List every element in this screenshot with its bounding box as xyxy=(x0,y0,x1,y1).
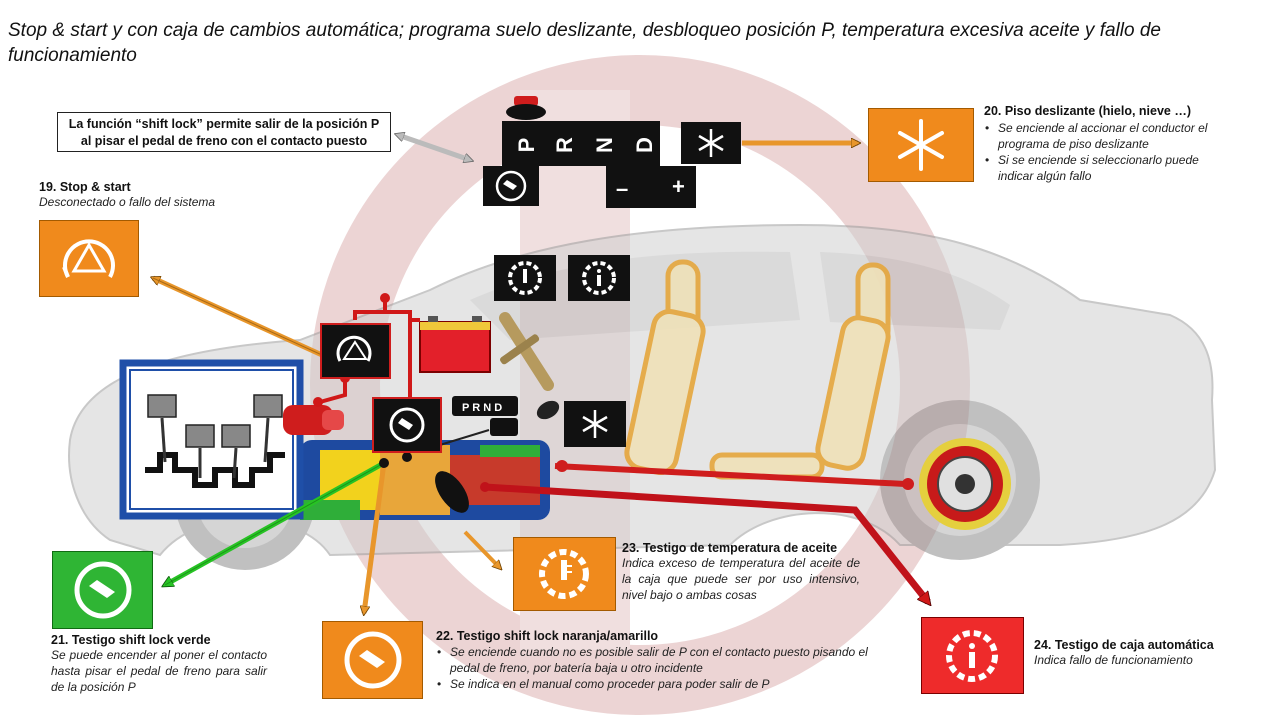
gear-minus: – xyxy=(616,176,629,201)
starter-motor xyxy=(283,405,344,435)
gear-n: N xyxy=(592,137,617,153)
item-20-bullet: Si se enciende si seleccionarlo puede in… xyxy=(985,152,1234,184)
item-22-bullet: Se indica en el manual como proceder par… xyxy=(437,676,868,692)
gear-r: R xyxy=(552,137,577,153)
svg-text:P R N D: P R N D xyxy=(462,402,502,414)
item-23: 23. Testigo de temperatura de aceite Ind… xyxy=(622,541,860,603)
item-24: 24. Testigo de caja automática Indica fa… xyxy=(1034,638,1274,668)
steering-column xyxy=(499,312,554,391)
engine-schematic xyxy=(119,359,304,520)
item-20: 20. Piso deslizante (hielo, nieve …) Se … xyxy=(984,104,1234,184)
item-22-heading: 22. Testigo shift lock naranja/amarillo xyxy=(436,629,659,643)
item-20-bullet: Se enciende al accionar el conductor el … xyxy=(985,120,1234,152)
gear-temperature-icon xyxy=(513,537,616,611)
foot-brake-icon xyxy=(372,397,442,453)
wiring xyxy=(319,300,420,405)
stop-start-warning-icon xyxy=(320,323,391,379)
item-24-heading: 24. Testigo de caja automática xyxy=(1034,638,1214,652)
gear-temperature-icon xyxy=(494,255,556,301)
item-19-desc: Desconectado o fallo del sistema xyxy=(39,195,216,209)
gear-p: P xyxy=(514,137,539,153)
foot-brake-icon xyxy=(483,166,539,206)
gear-d: D xyxy=(632,137,657,153)
item-21-desc: Se puede encender al poner el contacto h… xyxy=(51,648,267,694)
snowflake-icon xyxy=(564,401,626,447)
item-19-heading: 19. Stop & start xyxy=(39,180,131,194)
gear-selector: P R N D – + xyxy=(496,88,746,213)
item-22-bullet: Se enciende cuando no es posible salir d… xyxy=(437,644,868,676)
snowflake-icon xyxy=(681,122,741,164)
gear-plus: + xyxy=(672,174,685,199)
snowflake-icon xyxy=(868,108,974,182)
item-24-desc: Indica fallo de funcionamiento xyxy=(1034,653,1193,667)
item-23-heading: 23. Testigo de temperatura de aceite xyxy=(622,541,838,555)
item-21: 21. Testigo shift lock verde Se puede en… xyxy=(51,633,267,695)
item-20-heading: 20. Piso deslizante (hielo, nieve …) xyxy=(984,104,1192,118)
stop-start-warning-icon xyxy=(39,220,139,297)
shift-lock-note: La función “shift lock” permite salir de… xyxy=(57,112,391,152)
gear-warning-icon xyxy=(568,255,630,301)
foot-brake-icon xyxy=(52,551,153,629)
foot-brake-icon xyxy=(322,621,423,699)
gear-warning-icon xyxy=(921,617,1024,694)
item-23-desc: Indica exceso de temperatura del aceite … xyxy=(622,556,860,602)
gear-selector-graphic xyxy=(502,96,696,208)
item-21-heading: 21. Testigo shift lock verde xyxy=(51,633,211,647)
item-19: 19. Stop & start Desconectado o fallo de… xyxy=(39,180,319,210)
item-22: 22. Testigo shift lock naranja/amarillo … xyxy=(436,629,868,692)
battery-icon xyxy=(419,316,491,373)
drivetrain xyxy=(300,438,1011,530)
page-title: Stop & start y con caja de cambios autom… xyxy=(8,20,1161,66)
